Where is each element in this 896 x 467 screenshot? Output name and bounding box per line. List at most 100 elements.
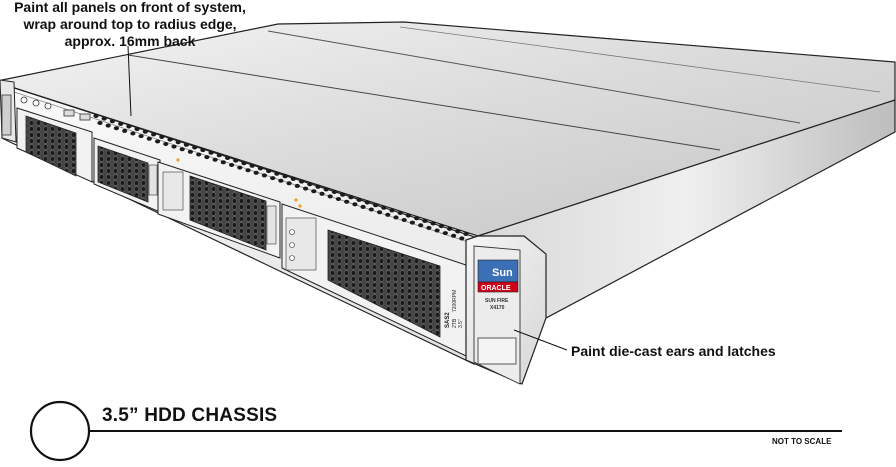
vent-hole <box>93 114 99 118</box>
vent-hole <box>438 224 444 229</box>
vent-hole <box>377 210 383 215</box>
drive4-label-block: SAS2 2TB 7200RPM 3.5" <box>445 290 464 328</box>
vent-hole <box>270 176 276 181</box>
vent-hole <box>175 140 181 145</box>
vent-hole <box>261 173 267 178</box>
vent-hole <box>422 218 428 223</box>
top-seam-3 <box>399 26 881 93</box>
vent-hole <box>101 116 107 121</box>
leader-ears <box>513 329 568 351</box>
vent-hole <box>225 156 231 160</box>
vent-hole <box>167 137 173 142</box>
vent-hole <box>237 165 243 170</box>
vent-hole <box>253 170 259 175</box>
vent-hole <box>340 192 346 197</box>
vent-hole <box>299 179 305 184</box>
vent-hole <box>138 134 144 139</box>
vent-hole <box>142 129 148 134</box>
vent-hole <box>430 221 436 226</box>
vent-hole <box>245 168 251 173</box>
vent-hole <box>183 142 189 147</box>
vent-hole <box>163 142 169 146</box>
vent-hole <box>356 197 362 202</box>
right-ear-latch <box>477 337 517 365</box>
vent-hole <box>311 189 317 194</box>
vent-hole <box>290 176 296 181</box>
chassis-title: 3.5” HDD CHASSIS <box>102 405 278 426</box>
vent-hole <box>405 213 411 218</box>
vent-hole <box>344 199 350 204</box>
title-circle <box>29 400 91 462</box>
callout-ears-latches: Paint die-cast ears and latches <box>571 343 776 359</box>
scale-note: NOT TO SCALE <box>772 437 832 446</box>
vent-hole <box>327 194 333 199</box>
vent-hole <box>187 149 193 154</box>
vent-hole <box>315 184 321 189</box>
leader-top <box>127 45 132 117</box>
vent-hole <box>113 126 119 131</box>
vent-hole <box>463 232 469 236</box>
vent-hole <box>109 119 115 124</box>
vent-hole <box>233 158 239 163</box>
vent-hole <box>294 183 300 188</box>
vent-hole <box>155 139 161 144</box>
vent-hole <box>196 152 202 157</box>
vent-hole <box>249 163 255 168</box>
vent-hole <box>216 153 222 158</box>
vent-hole <box>401 218 407 222</box>
vent-hole <box>192 145 198 150</box>
ear-badge: Sun ORACLE SUN FIRE X4170 <box>477 259 519 311</box>
vent-hole <box>459 236 465 241</box>
front-vent-holes <box>93 114 473 243</box>
vent-hole <box>455 229 461 234</box>
vent-hole <box>385 212 391 217</box>
vent-hole <box>381 205 387 210</box>
vent-hole <box>151 132 157 137</box>
vent-hole <box>323 187 329 192</box>
vent-hole <box>426 225 432 230</box>
vent-hole <box>409 220 415 225</box>
vent-hole <box>130 131 136 136</box>
drive-bay-1 <box>16 107 93 183</box>
vent-hole <box>389 208 395 213</box>
vent-hole <box>319 191 325 196</box>
status-leds <box>176 158 302 208</box>
vent-hole <box>335 197 341 201</box>
vent-hole <box>122 128 128 133</box>
vent-hole <box>241 161 247 166</box>
vent-hole <box>286 181 292 186</box>
vent-hole <box>278 178 284 183</box>
vent-hole <box>171 144 177 149</box>
vent-hole <box>360 204 366 209</box>
vent-hole <box>126 124 132 129</box>
vent-hole <box>105 123 111 128</box>
vent-hole <box>229 163 235 167</box>
vent-hole <box>348 195 354 200</box>
vent-hole <box>266 169 272 174</box>
vent-hole <box>307 182 313 187</box>
vent-hole <box>364 200 370 205</box>
drive-bay-3 <box>157 161 281 259</box>
callout-top-panels: Paint all panels on front of system, wra… <box>14 0 246 49</box>
left-ear-handle <box>1 94 12 136</box>
front-controls <box>20 96 91 121</box>
drive4-label-line2: 2TB <box>452 318 458 328</box>
badge-sun-text: Sun <box>492 267 513 279</box>
vent-hole <box>200 148 206 153</box>
badge-oracle-text: ORACLE <box>481 285 511 292</box>
vent-hole <box>352 202 358 207</box>
drive-bay-2 <box>93 137 161 213</box>
vent-hole <box>274 171 280 176</box>
vent-hole <box>418 223 424 228</box>
badge-model-line2: X4170 <box>490 305 505 311</box>
vent-hole <box>146 136 152 141</box>
vent-hole <box>118 121 124 126</box>
vent-hole <box>204 155 210 160</box>
vent-hole <box>451 233 457 238</box>
drive4-label-line4: 3.5" <box>458 319 464 328</box>
vent-hole <box>447 226 453 231</box>
drive4-label-line1: SAS2 <box>445 312 451 328</box>
vent-hole <box>257 166 263 171</box>
